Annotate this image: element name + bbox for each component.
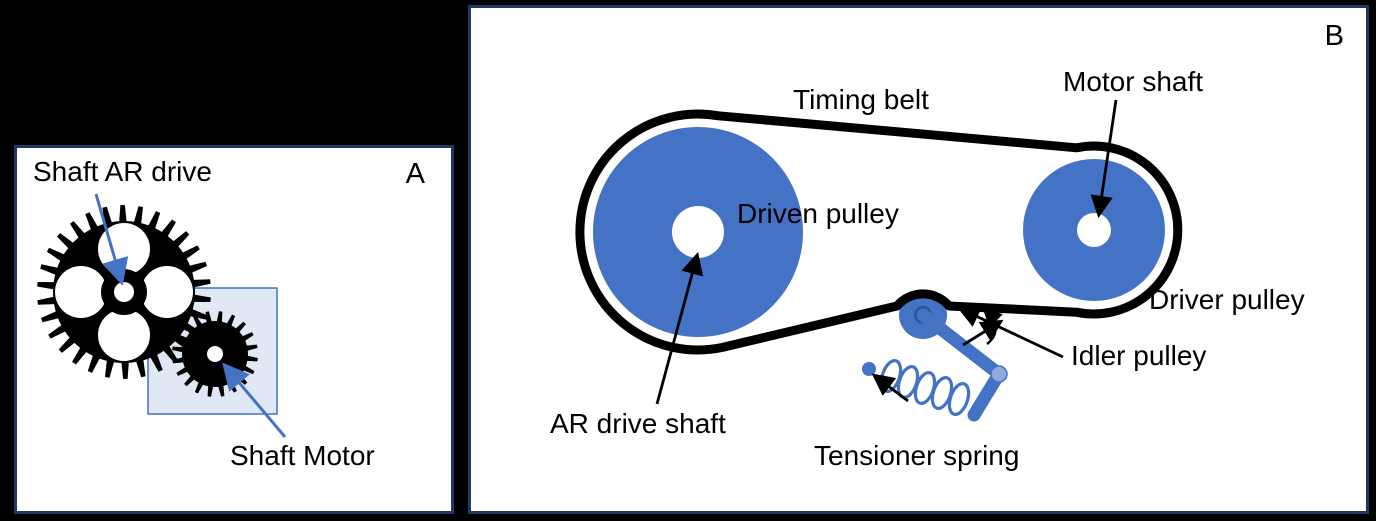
arrow-idler-pulley: [957, 306, 1064, 359]
label-shaft-ar-drive: Shaft AR drive: [33, 156, 212, 187]
label-shaft-motor: Shaft Motor: [230, 440, 375, 471]
arrow-motor-shaft: [1090, 99, 1118, 219]
timing-belt-loop: [575, 109, 1183, 355]
arrow-rotation-curved: [982, 307, 1003, 345]
large-gear-spoke-cutouts: [55, 223, 193, 361]
large-gear-shaft-hole: [114, 282, 134, 302]
panel-a-tag: A: [405, 158, 425, 190]
arrow-shaft-motor: [222, 362, 287, 438]
arrow-ar-drive-shaft: [655, 251, 704, 405]
label-tensioner-spring: Tensioner spring: [814, 440, 1020, 471]
ar-drive-shaft-hole: [672, 206, 724, 258]
panel-b-belt-diagram: Timing belt Motor shaft Driven pulley Dr…: [468, 5, 1369, 514]
label-driver-pulley: Driver pulley: [1149, 284, 1305, 315]
label-ar-drive-shaft: AR drive shaft: [550, 408, 726, 439]
gear-diagram-canvas: [37, 193, 287, 438]
spring-anchor-ball: [862, 362, 876, 376]
motor-shaft-hole: [1077, 213, 1111, 247]
belt-diagram-canvas: [575, 99, 1183, 422]
panel-a-gear-diagram: Shaft AR drive Shaft Motor A: [14, 145, 454, 514]
small-gear-shaft-hole: [207, 346, 223, 362]
label-driven-pulley: Driven pulley: [737, 198, 899, 229]
label-idler-pulley: Idler pulley: [1071, 340, 1207, 371]
tensioner-pivot: [990, 365, 1008, 383]
arrow-spring-direction: [871, 373, 909, 403]
panel-b-tag: B: [1324, 20, 1344, 52]
arrow-shaft-ar-drive: [94, 193, 129, 286]
label-timing-belt: Timing belt: [793, 84, 929, 115]
label-motor-shaft: Motor shaft: [1063, 66, 1204, 97]
